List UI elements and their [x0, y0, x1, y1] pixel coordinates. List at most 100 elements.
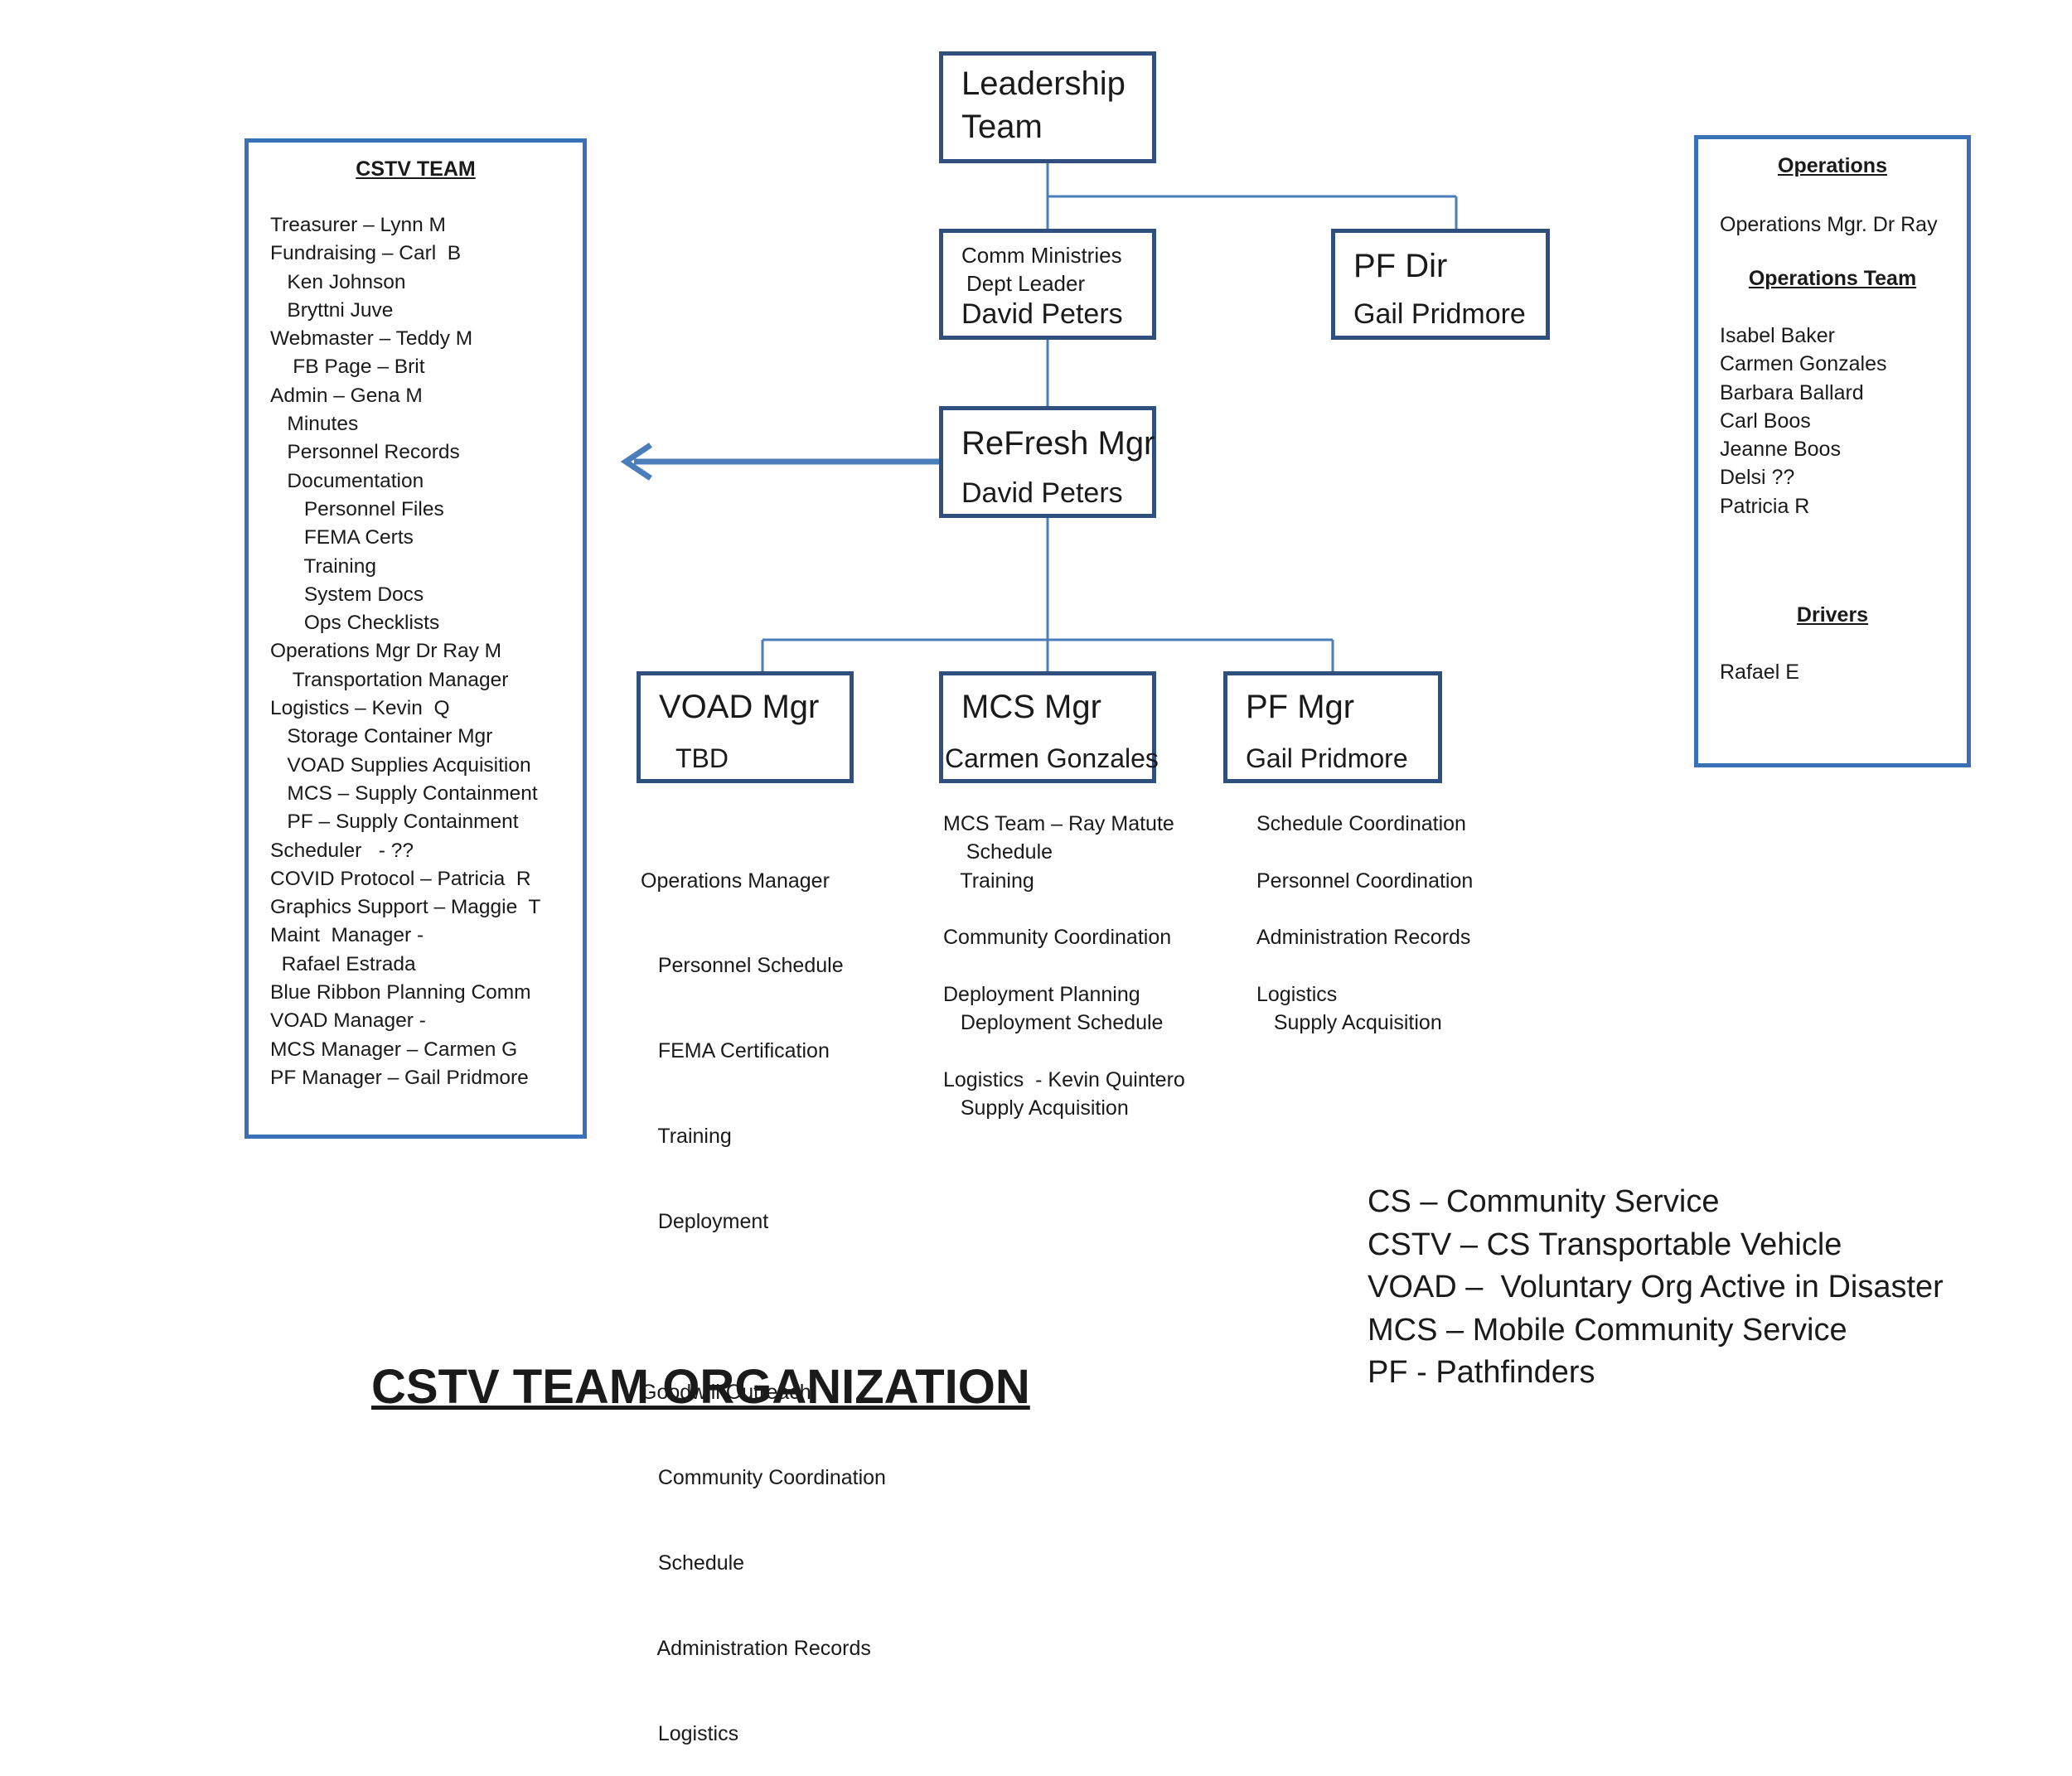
list-item: [1256, 895, 1473, 923]
refresh-mgr-box: ReFresh Mgr David Peters: [939, 406, 1156, 518]
refresh-mgr-title: ReFresh Mgr: [961, 425, 1155, 462]
list-item: [1256, 838, 1473, 866]
comm-ministries-box: Comm Ministries Dept Leader David Peters: [939, 229, 1156, 340]
list-item: Personnel Records: [270, 441, 460, 464]
pf-mgr-name: Gail Pridmore: [1246, 743, 1408, 773]
list-item: Isabel Baker: [1720, 324, 1835, 347]
abbreviation-legend: CS – Community Service CSTV – CS Transpo…: [1368, 1181, 1944, 1395]
list-item: Logistics – Kevin Q: [270, 697, 450, 720]
refresh-mgr-name: David Peters: [961, 477, 1123, 509]
cstv-team-box: CSTV TEAM Treasurer – Lynn M Fundraising…: [244, 138, 587, 1139]
list-item: Operations Mgr Dr Ray M: [270, 640, 502, 663]
list-item: VOAD Manager -: [270, 1009, 426, 1033]
mcs-mgr-name: Carmen Gonzales: [945, 743, 1159, 773]
list-item: Graphics Support – Maggie T: [270, 896, 541, 919]
list-item: Rafael Estrada: [270, 952, 416, 975]
pf-mgr-title: PF Mgr: [1246, 689, 1355, 725]
list-item: Rafael E: [1720, 661, 1799, 684]
list-item: Logistics - Kevin Quintero: [943, 1067, 1185, 1091]
connector-lines: [620, 162, 1458, 673]
operations-mgr-text: Operations Mgr. Dr Ray: [1720, 213, 1938, 236]
list-item: Treasurer – Lynn M: [270, 214, 446, 236]
list-item: Fundraising – Carl B: [270, 242, 462, 265]
list-item: System Docs: [270, 583, 424, 606]
voad-mgr-title: VOAD Mgr: [659, 689, 820, 725]
voad-mgr-name: TBD: [675, 743, 729, 773]
list-item: [943, 1037, 1185, 1065]
list-item: Admin – Gena M: [270, 384, 423, 407]
list-item: FEMA Certification: [641, 1039, 830, 1063]
list-item: Carmen Gonzales: [1720, 352, 1887, 376]
dept-leader-label: Dept Leader: [966, 271, 1086, 296]
legend-item: VOAD – Voluntary Org Active in Disaster: [1368, 1270, 1944, 1304]
pf-dir-title: PF Dir: [1353, 248, 1448, 284]
list-item: Patricia R: [1720, 494, 1810, 518]
pf-mgr-box: PF Mgr Gail Pridmore: [1223, 671, 1442, 783]
list-item: Transportation Manager: [270, 668, 509, 691]
list-item: Storage Container Mgr: [270, 725, 493, 748]
list-item: Deployment: [641, 1210, 769, 1234]
list-item: FEMA Certs: [270, 526, 414, 549]
voad-mgr-box: VOAD Mgr TBD: [637, 671, 854, 783]
operations-box: Operations Operations Mgr. Dr Ray Operat…: [1694, 135, 1971, 767]
comm-ministries-label: Comm Ministries: [961, 243, 1122, 268]
legend-item: CS – Community Service: [1368, 1184, 1720, 1219]
list-item: PF Manager – Gail Pridmore: [270, 1066, 529, 1089]
list-item: COVID Protocol – Patricia R: [270, 867, 531, 890]
list-item: Bryttni Juve: [270, 298, 394, 322]
list-item: Ops Checklists: [270, 612, 440, 635]
legend-item: PF - Pathfinders: [1368, 1355, 1595, 1390]
list-item: Delsi ??: [1720, 466, 1795, 490]
list-item: Logistics: [1256, 982, 1338, 1006]
list-item: Schedule: [943, 840, 1053, 864]
legend-item: MCS – Mobile Community Service: [1368, 1312, 1847, 1348]
list-item: Training: [641, 1125, 732, 1149]
list-item: Training: [270, 554, 377, 578]
list-item: Documentation: [270, 469, 424, 492]
cstv-team-list: Treasurer – Lynn M Fundraising – Carl B …: [270, 211, 540, 1092]
list-item: Personnel Files: [270, 497, 444, 520]
list-item: Administration Records: [1256, 926, 1471, 950]
mcs-mgr-title: MCS Mgr: [961, 689, 1101, 725]
list-item: [943, 895, 1185, 923]
page-title: CSTV TEAM ORGANIZATION: [371, 1360, 1030, 1414]
list-item: Supply Acquisition: [1256, 1011, 1442, 1035]
list-item: [1256, 951, 1473, 980]
list-item: Community Coordination: [641, 1465, 886, 1489]
list-item: Personnel Coordination: [1256, 869, 1474, 893]
list-item: Operations Manager: [641, 869, 830, 893]
operations-heading: Operations: [1778, 154, 1887, 177]
list-item: MCS Team – Ray Matute: [943, 812, 1174, 835]
list-item: Goodwill Outreach: [641, 1380, 811, 1404]
list-item: Carl Boos: [1720, 409, 1811, 433]
list-item: [641, 1293, 886, 1321]
leadership-label-2: Team: [961, 109, 1043, 145]
list-item: MCS Manager – Carmen G: [270, 1038, 518, 1061]
pf-dir-box: PF Dir Gail Pridmore: [1331, 229, 1550, 340]
pf-duties-list: Schedule Coordination Personnel Coordina…: [1256, 810, 1473, 1037]
drivers-list: Rafael E: [1720, 658, 1799, 686]
list-item: Schedule: [641, 1551, 745, 1575]
list-item: Personnel Schedule: [641, 954, 844, 978]
list-item: Deployment Planning: [943, 982, 1140, 1006]
list-item: Supply Acquisition: [943, 1096, 1129, 1120]
drivers-heading: Drivers: [1796, 603, 1869, 627]
legend-item: CSTV – CS Transportable Vehicle: [1368, 1227, 1842, 1262]
list-item: VOAD Supplies Acquisition: [270, 753, 531, 777]
list-item: Logistics: [641, 1721, 739, 1745]
comm-leader-name: David Peters: [961, 298, 1123, 330]
list-item: MCS – Supply Containment: [270, 782, 538, 805]
list-item: Barbara Ballard: [1720, 380, 1864, 404]
list-item: FB Page – Brit: [270, 356, 425, 379]
operations-team-heading: Operations Team: [1748, 267, 1917, 290]
list-item: PF – Supply Containment: [270, 811, 519, 834]
list-item: Scheduler - ??: [270, 839, 414, 862]
leadership-label-1: Leadership: [961, 65, 1126, 102]
cstv-team-heading: CSTV TEAM: [356, 157, 476, 181]
list-item: Training: [943, 869, 1034, 893]
list-item: [943, 951, 1185, 980]
list-item: Administration Records: [641, 1636, 871, 1660]
operations-team-list: Isabel Baker Carmen Gonzales Barbara Bal…: [1720, 322, 1886, 520]
list-item: Jeanne Boos: [1720, 438, 1841, 462]
list-item: Schedule Coordination: [1256, 812, 1466, 835]
